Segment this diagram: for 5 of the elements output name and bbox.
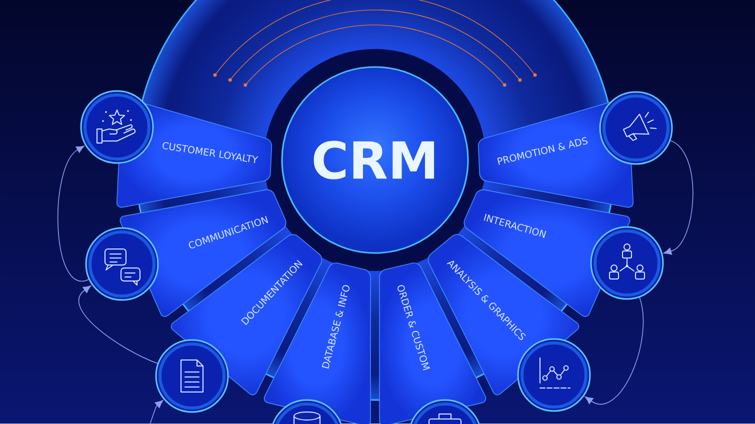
arrow <box>150 400 164 424</box>
arrow <box>584 297 644 404</box>
arrow <box>663 140 694 255</box>
arrow <box>58 146 90 282</box>
arrow <box>78 285 158 364</box>
